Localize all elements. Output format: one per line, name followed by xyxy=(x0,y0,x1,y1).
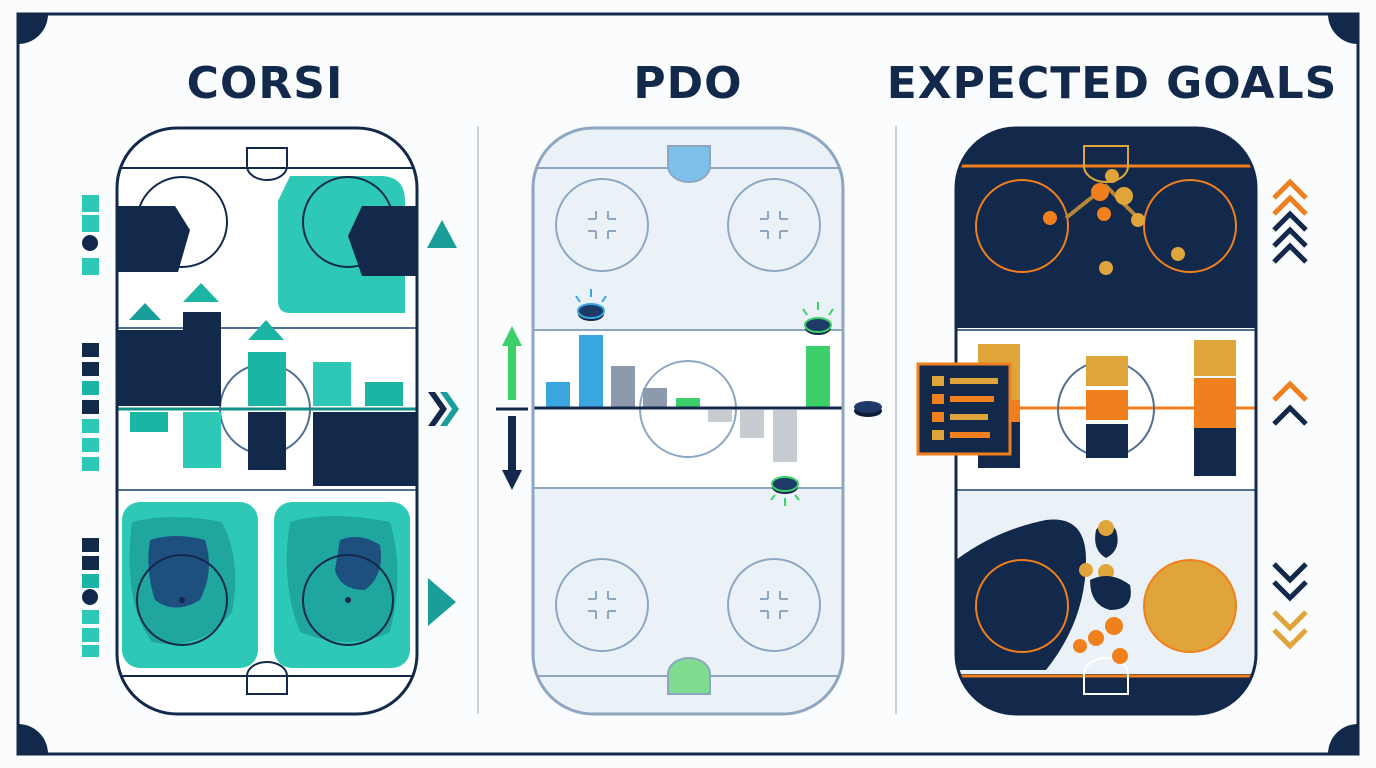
puck-icon xyxy=(854,401,882,417)
xg-faceoff-circle-tr xyxy=(1143,179,1237,273)
up-arrow-icon xyxy=(502,326,522,400)
pdo-bar xyxy=(806,346,830,408)
corsi-navy-block-right xyxy=(348,206,417,276)
corsi-bar xyxy=(313,412,417,486)
double-chevron-up-icon xyxy=(1272,380,1308,426)
corsi-panel xyxy=(82,126,459,716)
corsi-side-legend-top xyxy=(82,195,99,275)
up-triangle-icon xyxy=(248,320,284,340)
corsi-bar xyxy=(248,352,286,406)
frame xyxy=(16,12,1360,756)
corsi-side-legend-bottom xyxy=(82,538,99,657)
right-chevron-icon xyxy=(428,392,447,426)
corsi-bar xyxy=(365,382,403,406)
xg-bar xyxy=(1194,428,1236,476)
up-triangle-icon xyxy=(129,303,161,320)
puck-icon xyxy=(802,302,834,335)
pdo-bar xyxy=(643,388,667,408)
pdo-faceoff-circle-tr xyxy=(727,178,821,272)
pdo-bar xyxy=(546,382,570,408)
puck-icon xyxy=(575,289,607,321)
xg-goal-top xyxy=(1083,145,1129,183)
pdo-bar xyxy=(773,410,797,462)
corsi-bar xyxy=(248,412,286,470)
up-triangle-icon xyxy=(427,220,457,248)
list-card-icon xyxy=(916,362,1012,456)
right-triangle-icon xyxy=(428,578,456,626)
up-triangle-icon xyxy=(183,283,219,302)
corsi-bar xyxy=(117,330,177,406)
xg-faceoff-circle-tl xyxy=(975,179,1069,273)
xg-faceoff-circle-bl xyxy=(975,559,1069,653)
xg-shot-dots xyxy=(1043,169,1185,664)
xg-bar xyxy=(1086,356,1128,386)
pdo-bar xyxy=(740,410,764,438)
corsi-faceoff-circle-br xyxy=(302,554,394,646)
pdo-panel xyxy=(496,126,882,716)
double-chevron-down-icon xyxy=(1272,562,1308,650)
pdo-faceoff-circle-br xyxy=(727,558,821,652)
xg-bar xyxy=(1086,424,1128,458)
pdo-title: PDO xyxy=(633,58,742,109)
corsi-navy-block-left xyxy=(117,206,190,272)
right-chevron-icon xyxy=(440,392,459,426)
corsi-bar xyxy=(183,312,221,406)
corsi-bar xyxy=(183,412,221,468)
xg-bottom-shape xyxy=(956,519,1086,670)
corsi-faceoff-circle-tr xyxy=(302,176,394,268)
corsi-title: CORSI xyxy=(187,58,344,109)
xg-top-zone xyxy=(956,128,1256,328)
pdo-bar xyxy=(708,410,732,422)
pdo-goal-top xyxy=(667,145,711,183)
pdo-bar xyxy=(676,398,700,408)
puck-icon xyxy=(770,476,800,506)
xg-panel xyxy=(916,126,1308,716)
expected-goals-title: EXPECTED GOALS xyxy=(887,58,1338,109)
corsi-faceoff-circle-bl xyxy=(136,554,228,646)
corsi-goal-bottom xyxy=(246,661,288,695)
xg-bar xyxy=(1086,390,1128,420)
corsi-bar xyxy=(313,362,351,406)
xg-faceoff-circle-br xyxy=(1143,559,1237,653)
pdo-faceoff-circle-tl xyxy=(555,178,649,272)
xg-bar xyxy=(1194,378,1236,428)
xg-bar xyxy=(1194,340,1236,376)
pdo-faceoff-circle-bl xyxy=(555,558,649,652)
down-arrow-icon xyxy=(502,416,522,490)
pdo-bar xyxy=(611,366,635,408)
corsi-faceoff-circle-tl xyxy=(136,176,228,268)
pdo-bar xyxy=(579,335,603,408)
double-chevron-up-icon xyxy=(1272,178,1308,264)
pdo-goal-bottom xyxy=(667,657,711,695)
corsi-side-legend-mid xyxy=(82,343,99,471)
corsi-bar xyxy=(130,412,168,432)
xg-goal-bottom xyxy=(1083,657,1129,695)
